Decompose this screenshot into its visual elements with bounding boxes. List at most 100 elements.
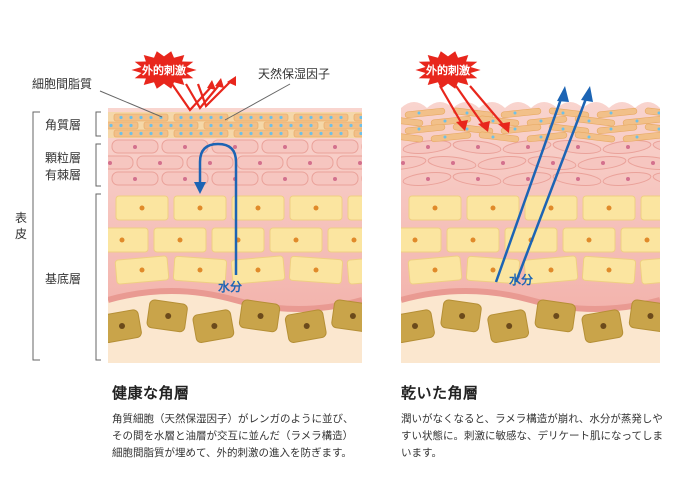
nmf-dot bbox=[129, 115, 133, 120]
basal-nucleus bbox=[647, 313, 654, 319]
nmf-dot bbox=[561, 111, 565, 115]
nmf-dot bbox=[299, 131, 303, 136]
nmf-dot bbox=[209, 123, 213, 128]
nmf-dot bbox=[539, 119, 543, 123]
epidermis-label-char: 皮 bbox=[15, 227, 27, 241]
nmf-dot bbox=[149, 123, 153, 128]
cell-nucleus bbox=[255, 267, 261, 273]
broken-corneocyte bbox=[430, 131, 472, 143]
nmf-dot bbox=[309, 123, 313, 128]
nmf-dot bbox=[239, 131, 243, 136]
nmf-dot bbox=[289, 123, 293, 128]
nmf-dot bbox=[443, 135, 447, 139]
nmf-dot bbox=[299, 123, 303, 128]
cell-nucleus bbox=[197, 205, 203, 211]
spinous-layer-label: 有棘層 bbox=[45, 168, 81, 182]
nmf-dot bbox=[329, 123, 333, 128]
corneocyte bbox=[108, 121, 139, 130]
broken-corneocyte bbox=[404, 123, 446, 135]
broken-corneocyte bbox=[622, 115, 660, 127]
nmf-dot bbox=[417, 127, 421, 131]
granular-nucleus bbox=[626, 177, 630, 181]
granular-nucleus bbox=[158, 161, 162, 165]
cell-nucleus bbox=[432, 267, 438, 273]
granular-layer-label: 顆粒層 bbox=[45, 150, 81, 165]
cell-nucleus bbox=[606, 267, 612, 273]
cell-nucleus bbox=[313, 267, 319, 273]
nmf-dot bbox=[119, 123, 123, 128]
nmf-dot bbox=[609, 127, 613, 131]
nmf-dot bbox=[159, 123, 163, 128]
nmf-dot bbox=[561, 127, 565, 131]
dry-caption: 乾いた角層 潤いがなくなると、ラメラ構造が崩れ、水分が蒸発しやすい状態に。刺激に… bbox=[401, 382, 663, 462]
nmf-dot bbox=[199, 115, 203, 120]
nmf-dot bbox=[99, 124, 102, 127]
nmf-dot bbox=[329, 131, 333, 136]
nmf-dot bbox=[465, 127, 469, 131]
broken-corneocyte bbox=[500, 123, 542, 135]
granular-nucleus bbox=[426, 145, 430, 149]
dry-title: 乾いた角層 bbox=[401, 384, 479, 402]
healthy-description: 角質細胞（天然保湿因子）がレンガのように並び、その間を水層と油層が交互に並んだ（… bbox=[112, 413, 354, 459]
nmf-dot bbox=[389, 132, 392, 135]
moisture-label-right: 水分 bbox=[509, 272, 533, 287]
granular-nucleus bbox=[676, 177, 680, 181]
nmf-dot bbox=[129, 123, 133, 128]
corneocyte bbox=[323, 121, 362, 130]
nmf-dot bbox=[249, 123, 253, 128]
nmf-dot bbox=[299, 115, 303, 120]
cell-nucleus bbox=[139, 267, 145, 273]
cell-nucleus bbox=[177, 237, 183, 243]
nmf-dot bbox=[89, 124, 92, 127]
granular-nucleus bbox=[476, 177, 480, 181]
nmf-dot bbox=[149, 115, 153, 120]
broken-corneocyte bbox=[644, 123, 660, 135]
nmf-dot bbox=[396, 136, 399, 139]
cell-nucleus bbox=[606, 205, 612, 211]
granular-nucleus bbox=[333, 177, 337, 181]
broken-corneocyte bbox=[526, 115, 568, 127]
nmf-dot bbox=[339, 115, 343, 120]
granular-nucleus bbox=[133, 177, 137, 181]
granular-nucleus bbox=[676, 145, 680, 149]
nmf-dot bbox=[513, 111, 517, 115]
corneocyte bbox=[353, 113, 362, 122]
basal-nucleus bbox=[349, 313, 356, 319]
nmf-dot bbox=[279, 131, 283, 136]
basal-nucleus bbox=[257, 313, 264, 319]
cell-nucleus bbox=[412, 237, 418, 243]
nmf-dot bbox=[635, 119, 639, 123]
nmf-dot bbox=[269, 131, 273, 136]
granular-nucleus bbox=[426, 177, 430, 181]
nmf-dot bbox=[179, 123, 183, 128]
nmf-dot bbox=[379, 132, 382, 135]
spinous-cell bbox=[108, 227, 149, 253]
nmf-dot bbox=[139, 115, 143, 120]
basal-nucleus bbox=[211, 323, 218, 329]
nmf-dot bbox=[491, 119, 495, 123]
cell-nucleus bbox=[665, 206, 670, 211]
nmf-dot bbox=[417, 111, 421, 115]
nmf-dot bbox=[269, 115, 273, 120]
broken-corneocyte bbox=[404, 107, 446, 119]
layer-bracket bbox=[32, 111, 101, 361]
cell-nucleus bbox=[490, 205, 496, 211]
granular-nucleus bbox=[576, 177, 580, 181]
cell-nucleus bbox=[197, 267, 203, 273]
nmf-dot bbox=[369, 116, 372, 119]
nmf-dot bbox=[219, 131, 223, 136]
healthy-skin-panel bbox=[89, 108, 392, 363]
nmf-dot bbox=[219, 123, 223, 128]
corneocyte bbox=[353, 129, 362, 138]
broken-corneocyte bbox=[644, 107, 660, 119]
nmf-dot bbox=[349, 123, 353, 128]
nmf-dot bbox=[129, 131, 133, 136]
cell-nucleus bbox=[313, 205, 319, 211]
broken-corneocyte bbox=[401, 115, 424, 127]
nmf-dot bbox=[319, 131, 323, 136]
granular-nucleus bbox=[651, 161, 655, 165]
spinous-cell bbox=[327, 227, 362, 253]
granular-nucleus bbox=[233, 145, 237, 149]
granular-nucleus bbox=[258, 161, 262, 165]
